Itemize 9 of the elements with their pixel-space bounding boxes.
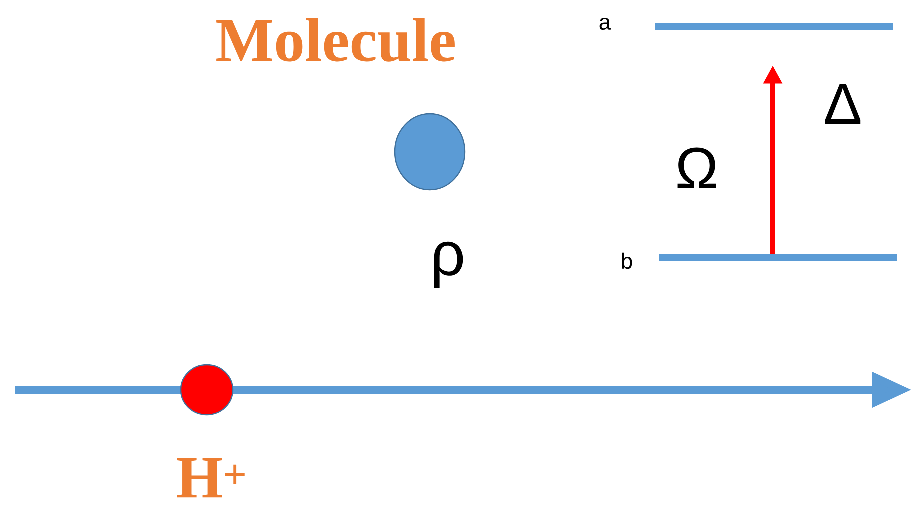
title: Molecule [216,18,455,62]
edge-label: Ω [678,148,716,188]
ion-label: H$^{+}$ [177,458,245,498]
density-symbol: ρ [434,242,464,288]
molecule-circle [394,113,466,191]
level-label: b [622,252,632,270]
proton-dot [180,364,234,416]
symbol-label: Δ [825,84,861,124]
level-label: a [600,18,612,30]
